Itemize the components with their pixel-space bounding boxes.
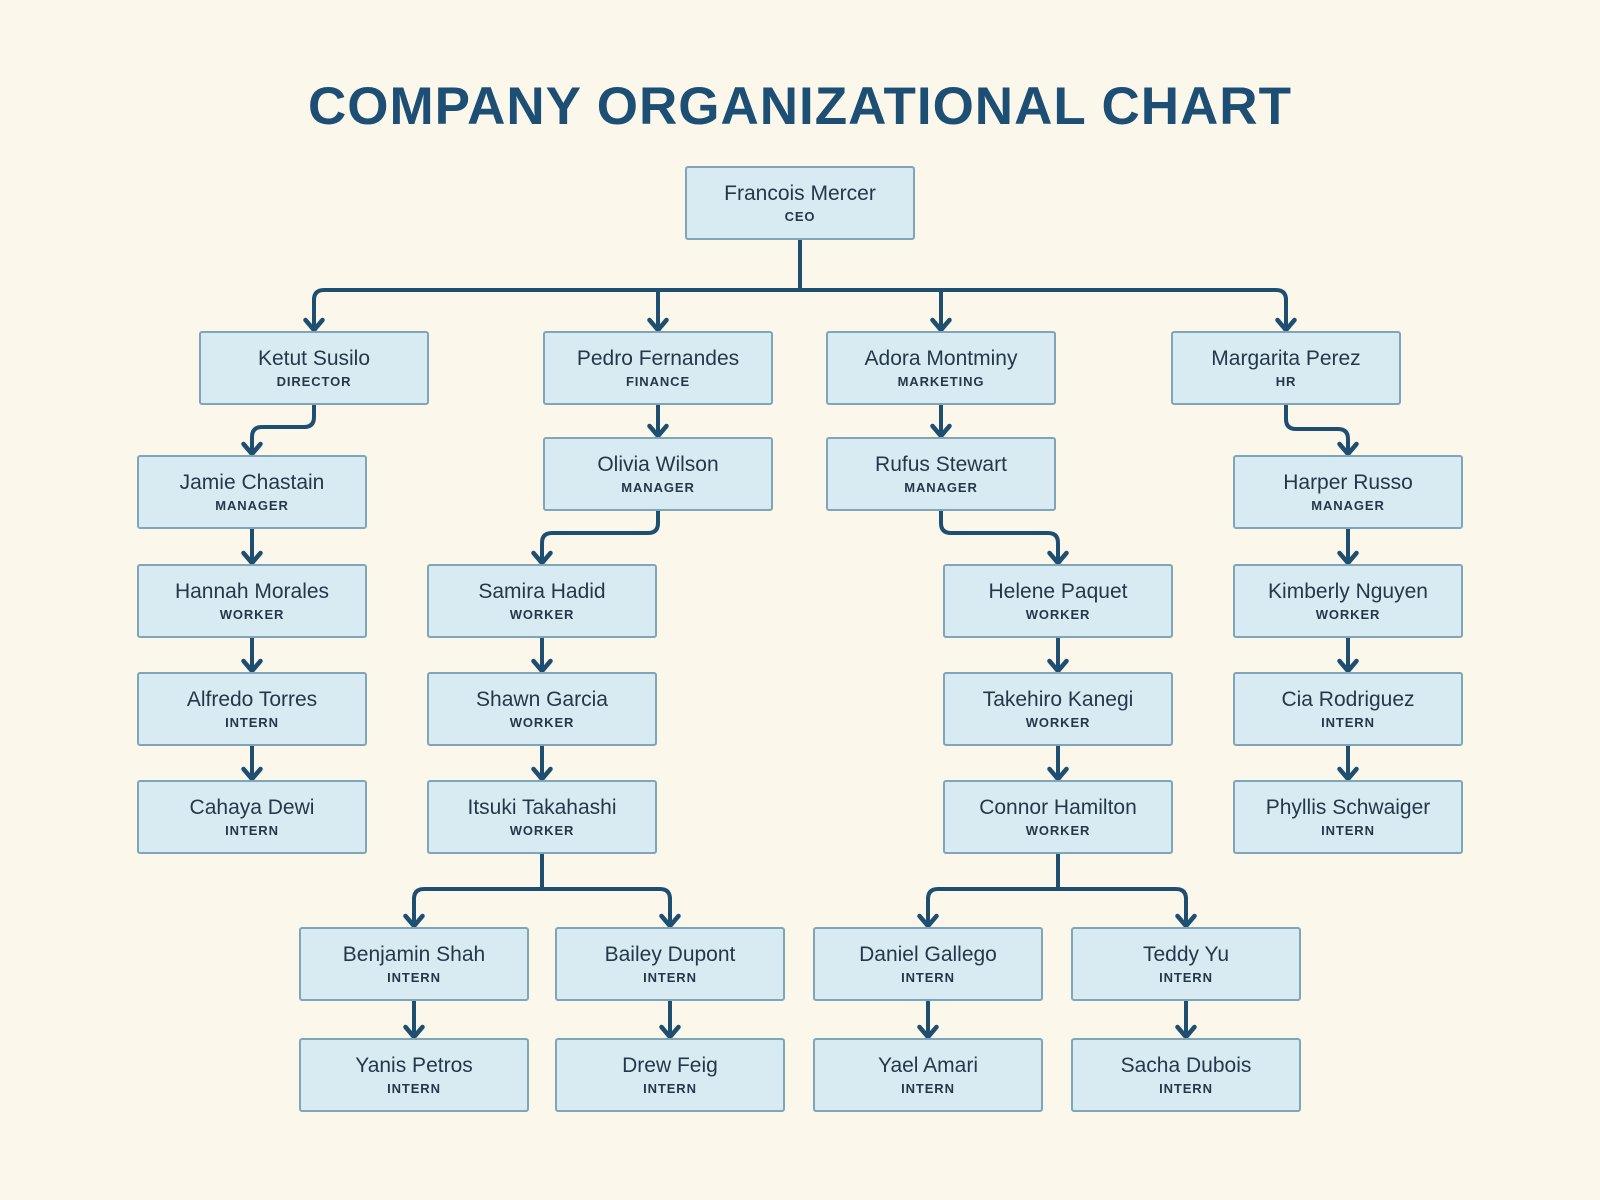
person-name: Bailey Dupont [604, 943, 736, 967]
person-role: MANAGER [1311, 497, 1385, 513]
org-node-adora: Adora Montminy MARKETING [826, 331, 1056, 405]
person-role: MANAGER [215, 497, 289, 513]
org-node-yael: Yael Amari INTERN [813, 1038, 1043, 1112]
person-role: INTERN [1159, 1080, 1213, 1096]
person-role: CEO [784, 208, 816, 224]
org-node-harper: Harper Russo MANAGER [1233, 455, 1463, 529]
person-name: Phyllis Schwaiger [1265, 796, 1431, 820]
person-name: Cahaya Dewi [189, 796, 315, 820]
org-node-hannah: Hannah Morales WORKER [137, 564, 367, 638]
person-role: WORKER [1025, 822, 1091, 838]
org-node-daniel: Daniel Gallego INTERN [813, 927, 1043, 1001]
person-name: Olivia Wilson [597, 453, 719, 477]
org-node-takehiro: Takehiro Kanegi WORKER [943, 672, 1173, 746]
person-role: MANAGER [904, 479, 978, 495]
person-role: WORKER [219, 606, 285, 622]
person-role: WORKER [1025, 606, 1091, 622]
person-name: Connor Hamilton [979, 796, 1137, 820]
org-node-bailey: Bailey Dupont INTERN [555, 927, 785, 1001]
person-name: Harper Russo [1283, 471, 1413, 495]
org-node-alfredo: Alfredo Torres INTERN [137, 672, 367, 746]
org-node-olivia: Olivia Wilson MANAGER [543, 437, 773, 511]
org-node-kimberly: Kimberly Nguyen WORKER [1233, 564, 1463, 638]
person-role: INTERN [387, 969, 441, 985]
person-name: Teddy Yu [1142, 943, 1230, 967]
person-role: INTERN [643, 969, 697, 985]
person-name: Daniel Gallego [859, 943, 997, 967]
org-node-teddy: Teddy Yu INTERN [1071, 927, 1301, 1001]
person-name: Benjamin Shah [342, 943, 486, 967]
person-name: Pedro Fernandes [576, 347, 740, 371]
person-name: Helene Paquet [988, 580, 1128, 604]
person-role: INTERN [387, 1080, 441, 1096]
org-node-pedro: Pedro Fernandes FINANCE [543, 331, 773, 405]
person-name: Hannah Morales [174, 580, 330, 604]
person-name: Margarita Perez [1211, 347, 1361, 371]
org-node-ketut: Ketut Susilo DIRECTOR [199, 331, 429, 405]
org-node-shawn: Shawn Garcia WORKER [427, 672, 657, 746]
person-name: Itsuki Takahashi [467, 796, 617, 820]
person-name: Rufus Stewart [875, 453, 1007, 477]
org-node-benjamin: Benjamin Shah INTERN [299, 927, 529, 1001]
person-name: Yanis Petros [355, 1054, 473, 1078]
org-node-itsuki: Itsuki Takahashi WORKER [427, 780, 657, 854]
person-role: INTERN [1159, 969, 1213, 985]
person-role: INTERN [901, 1080, 955, 1096]
org-node-samira: Samira Hadid WORKER [427, 564, 657, 638]
org-node-sacha: Sacha Dubois INTERN [1071, 1038, 1301, 1112]
person-role: WORKER [1315, 606, 1381, 622]
person-name: Shawn Garcia [476, 688, 608, 712]
person-name: Adora Montminy [864, 347, 1018, 371]
person-role: DIRECTOR [276, 373, 352, 389]
org-node-jamie: Jamie Chastain MANAGER [137, 455, 367, 529]
person-role: INTERN [643, 1080, 697, 1096]
person-name: Cia Rodriguez [1281, 688, 1415, 712]
chart-title: COMPANY ORGANIZATIONAL CHART [308, 77, 1292, 136]
person-role: WORKER [509, 714, 575, 730]
person-name: Francois Mercer [724, 182, 876, 206]
person-role: MARKETING [897, 373, 985, 389]
person-name: Sacha Dubois [1120, 1054, 1252, 1078]
org-node-cahaya: Cahaya Dewi INTERN [137, 780, 367, 854]
person-name: Jamie Chastain [179, 471, 325, 495]
person-role: INTERN [1321, 714, 1375, 730]
person-name: Takehiro Kanegi [982, 688, 1134, 712]
person-name: Drew Feig [622, 1054, 718, 1078]
person-name: Samira Hadid [478, 580, 606, 604]
person-name: Ketut Susilo [257, 347, 371, 371]
person-role: INTERN [1321, 822, 1375, 838]
person-name: Alfredo Torres [186, 688, 318, 712]
org-node-margarita: Margarita Perez HR [1171, 331, 1401, 405]
org-node-yanis: Yanis Petros INTERN [299, 1038, 529, 1112]
person-role: MANAGER [621, 479, 695, 495]
org-node-connor: Connor Hamilton WORKER [943, 780, 1173, 854]
org-node-ceo: Francois Mercer CEO [685, 166, 915, 240]
org-node-phyllis: Phyllis Schwaiger INTERN [1233, 780, 1463, 854]
org-node-drew: Drew Feig INTERN [555, 1038, 785, 1112]
person-role: WORKER [509, 822, 575, 838]
org-node-cia: Cia Rodriguez INTERN [1233, 672, 1463, 746]
person-role: INTERN [901, 969, 955, 985]
person-role: WORKER [509, 606, 575, 622]
person-name: Yael Amari [878, 1054, 978, 1078]
person-role: FINANCE [625, 373, 691, 389]
person-role: INTERN [225, 822, 279, 838]
person-role: HR [1275, 373, 1297, 389]
person-role: INTERN [225, 714, 279, 730]
org-node-helene: Helene Paquet WORKER [943, 564, 1173, 638]
person-name: Kimberly Nguyen [1268, 580, 1428, 604]
person-role: WORKER [1025, 714, 1091, 730]
org-node-rufus: Rufus Stewart MANAGER [826, 437, 1056, 511]
